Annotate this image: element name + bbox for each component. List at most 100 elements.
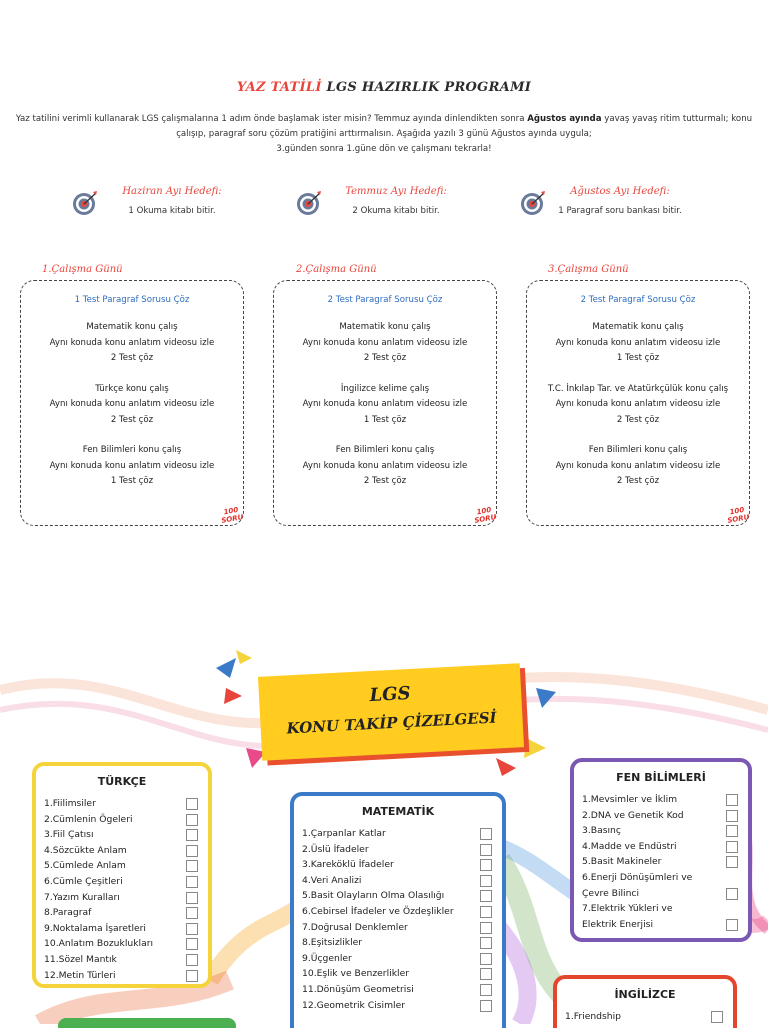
topic-checkbox[interactable] <box>480 983 492 996</box>
topic-row: 3.Kareköklü İfadeler <box>294 857 502 873</box>
topic-row: 1.Fiilimsiler <box>36 796 208 812</box>
topic-checkbox[interactable] <box>186 875 198 888</box>
target-icon <box>297 191 321 215</box>
topic-checkbox[interactable] <box>480 999 492 1012</box>
topic-row: 5.Cümlede Anlam <box>36 858 208 874</box>
topic-row: 6.Enerji Dönüşümleri ve <box>582 871 693 883</box>
topic-row: 2.Cümlenin Ögeleri <box>36 812 208 828</box>
topic-checkbox[interactable] <box>186 891 198 904</box>
topic-checkbox[interactable] <box>480 874 492 887</box>
topic-row: 7.Yazım Kuralları <box>36 890 208 906</box>
green-box-edge <box>58 1018 236 1028</box>
task-block: T.C. İnkılap Tar. ve Atatürkçülük konu ç… <box>547 383 729 425</box>
topic-checkbox[interactable] <box>480 843 492 856</box>
topic-checkbox[interactable] <box>480 859 492 872</box>
topic-row: 5.Basit Olayların Olma Olasılığı <box>294 888 502 904</box>
topic-row: 4.Madde ve Endüstri <box>574 839 748 855</box>
tracker-title-banner: LGS KONU TAKİP ÇİZELGESİ <box>257 663 525 761</box>
topic-checkbox[interactable] <box>480 968 492 981</box>
topic-row: 2.Üslü İfadeler <box>294 842 502 858</box>
topic-row: 3.Basınç <box>574 823 748 839</box>
goal-label: Haziran Ayı Hedefi: <box>122 186 222 197</box>
day-1-card: 1 Test Paragraf Sorusu Çöz Matematik kon… <box>20 280 244 526</box>
topic-checkbox[interactable] <box>186 829 198 842</box>
topic-row: Elektrik Enerjisi <box>574 917 748 933</box>
topic-row: 4.Veri Analizi <box>294 873 502 889</box>
confetti-shapes <box>216 650 556 776</box>
goal-label: Temmuz Ayı Hedefi: <box>345 186 447 197</box>
topic-checkbox[interactable] <box>186 938 198 951</box>
topic-row: 12.Geometrik Cisimler <box>294 998 502 1014</box>
day-3-card: 2 Test Paragraf Sorusu Çöz Matematik kon… <box>526 280 750 526</box>
topic-row: 5.Basit Makineler <box>574 854 748 870</box>
day-1-label: 1.Çalışma Günü <box>42 264 123 275</box>
topic-checkbox[interactable] <box>186 953 198 966</box>
goal-text: 1 Okuma kitabı bitir. <box>128 206 216 216</box>
topic-row: 6.Cebirsel İfadeler ve Özdeşlikler <box>294 904 502 920</box>
day-head: 2 Test Paragraf Sorusu Çöz <box>327 295 443 305</box>
topic-checkbox[interactable] <box>186 969 198 982</box>
topic-checkbox[interactable] <box>186 860 198 873</box>
checklist-title: TÜRKÇE <box>97 775 147 788</box>
topic-row: 1.Friendship <box>557 1009 733 1025</box>
topic-checkbox[interactable] <box>711 1011 723 1023</box>
topic-row: Çevre Bilinci <box>574 886 748 902</box>
topic-row: 7.Doğrusal Denklemler <box>294 920 502 936</box>
topic-checkbox[interactable] <box>480 937 492 950</box>
topic-checkbox[interactable] <box>480 905 492 918</box>
checklist-title: MATEMATİK <box>361 805 435 818</box>
topic-checkbox[interactable] <box>480 828 492 840</box>
topic-row: 11.Dönüşüm Geometrisi <box>294 982 502 998</box>
program-title: YAZ TATİLİ LGS HAZIRLIK PROGRAMI <box>236 80 532 95</box>
topic-row: 8.Eşitsizlikler <box>294 935 502 951</box>
topic-row: 1.Mevsimler ve İklim <box>574 792 748 808</box>
topic-row: 9.Noktalama İşaretleri <box>36 921 208 937</box>
fen-checklist: FEN BİLİMLERİ 1.Mevsimler ve İklim 2.DNA… <box>570 758 752 942</box>
tracker-title-line-1: LGS <box>369 682 412 707</box>
topic-checkbox[interactable] <box>726 825 738 838</box>
ingilizce-checklist: İNGİLİZCE 1.Friendship <box>553 975 737 1028</box>
topic-checkbox[interactable] <box>480 952 492 965</box>
topic-checkbox[interactable] <box>726 794 738 806</box>
turkce-checklist: TÜRKÇE 1.Fiilimsiler 2.Cümlenin Ögeleri … <box>32 762 212 988</box>
topic-checkbox[interactable] <box>726 918 738 931</box>
topic-checkbox[interactable] <box>186 922 198 935</box>
checklist-title: İNGİLİZCE <box>614 988 676 1001</box>
topic-checkbox[interactable] <box>186 844 198 857</box>
target-icon <box>521 191 545 215</box>
day-2-card: 2 Test Paragraf Sorusu Çöz Matematik kon… <box>273 280 497 526</box>
topic-row: 4.Sözcükte Anlam <box>36 843 208 859</box>
tracker-title-line-2: KONU TAKİP ÇİZELGESİ <box>286 708 498 738</box>
day-2-label: 2.Çalışma Günü <box>296 264 377 275</box>
topic-checkbox[interactable] <box>726 840 738 853</box>
topic-checkbox[interactable] <box>186 798 198 810</box>
topic-row: 12.Metin Türleri <box>36 968 208 984</box>
topic-row: 2.DNA ve Genetik Kod <box>574 808 748 824</box>
topic-row: 8.Paragraf <box>36 905 208 921</box>
topic-checkbox[interactable] <box>480 890 492 903</box>
target-icon <box>73 191 97 215</box>
topic-checkbox[interactable] <box>186 813 198 826</box>
topic-checkbox[interactable] <box>726 887 738 900</box>
topic-checkbox[interactable] <box>480 921 492 934</box>
topic-checkbox[interactable] <box>726 856 738 869</box>
topic-row: 3.Fiil Çatısı <box>36 827 208 843</box>
topic-row: 10.Eşlik ve Benzerlikler <box>294 966 502 982</box>
topic-row: 7.Elektrik Yükleri ve <box>582 903 673 915</box>
goal-text: 2 Okuma kitabı bitir. <box>352 206 440 216</box>
checklist-title: FEN BİLİMLERİ <box>616 771 706 784</box>
topic-checkbox[interactable] <box>726 809 738 822</box>
topic-checkbox[interactable] <box>186 907 198 920</box>
program-intro: Yaz tatilini verimli kullanarak LGS çalı… <box>15 114 753 154</box>
